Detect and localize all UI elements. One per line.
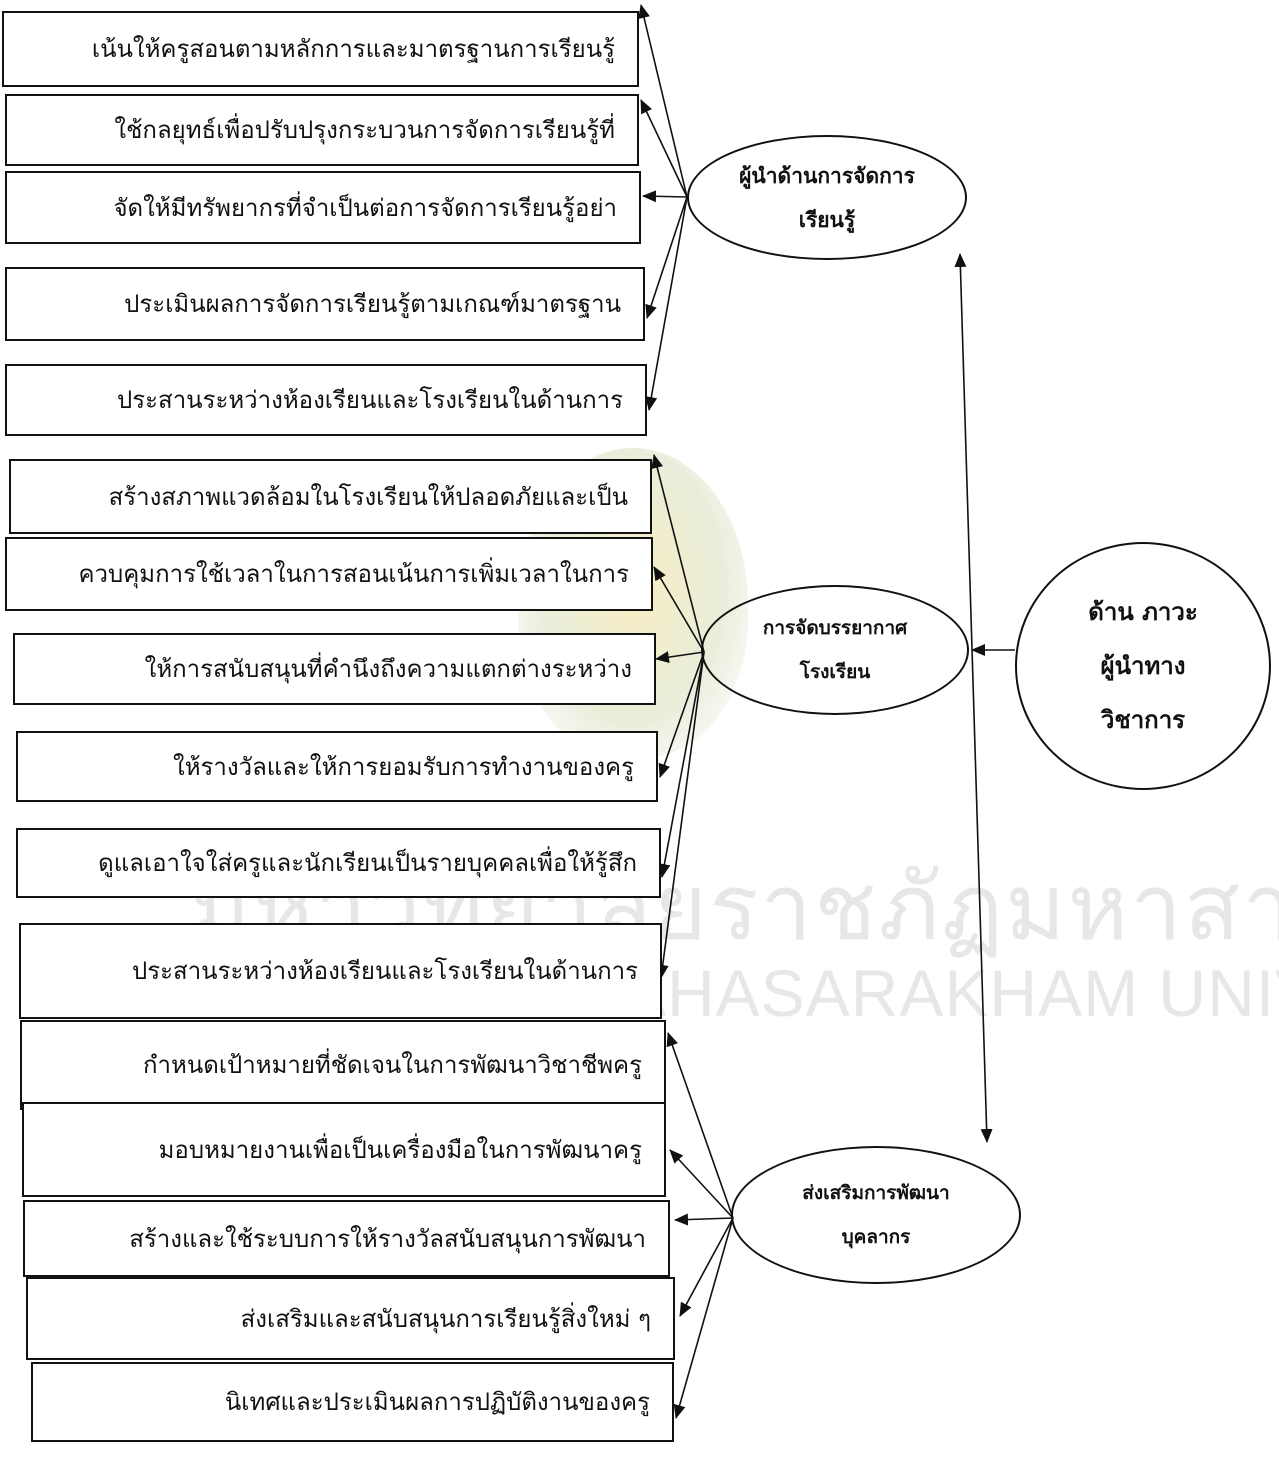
arrow-group2-item1 [651,454,705,653]
arrow-group2-item2 [653,566,705,653]
arrow-group2-item4 [658,651,705,778]
item-climate-5: ดูแลเอาใจใส่ครูและนักเรียนเป็นรายบุคคลเพ… [16,828,661,898]
item-instruction-4: ประเมินผลการจัดการเรียนรู้ตามเกณฑ์มาตรฐา… [5,267,645,341]
arrow-group3-item4 [679,1217,734,1317]
item-climate-1: สร้างสภาพแวดล้อมในโรงเรียนให้ปลอดภัยและเ… [9,459,652,534]
item-climate-2: ควบคุมการใช้เวลาในการสอนเน้นการเพิ่มเวลา… [5,537,653,611]
item-development-4: ส่งเสริมและสนับสนุนการเรียนรู้สิ่งใหม่ ๆ [26,1277,675,1360]
node-school-climate: การจัดบรรยากาศ โรงเรียน [701,585,969,715]
node-instructional-leadership: ผู้นำด้านการจัดการ เรียนรู้ [687,135,967,260]
item-instruction-5: ประสานระหว่างห้องเรียนและโรงเรียนในด้านก… [5,364,647,436]
arrow-group3-item3 [674,1213,734,1226]
item-development-1: กำหนดเป้าหมายที่ชัดเจนในการพัฒนาวิชาชีพค… [20,1020,666,1110]
item-climate-4: ให้รางวัลและให้การยอมรับการทำงานของครู [16,731,658,802]
item-development-2: มอบหมายงานเพื่อเป็นเครื่องมือในการพัฒนาค… [22,1102,666,1197]
item-climate-3: ให้การสนับสนุนที่คำนึงถึงความแตกต่างระหว… [13,633,656,705]
arrow-group2-item5 [658,651,705,878]
arrow-group3-item5 [673,1217,734,1419]
node-academic-leadership-line1: ด้าน ภาวะ [1088,597,1198,626]
item-instruction-2: ใช้กลยุทธ์เพื่อปรับปรุงกระบวนการจัดการเร… [5,94,639,166]
node-staff-development: ส่งเสริมการพัฒนา บุคลากร [731,1146,1021,1284]
node-academic-leadership-line2: ผู้นำทาง [1100,651,1186,680]
node-school-climate-line2: โรงเรียน [799,661,871,683]
arrow-group1-item2 [640,99,688,198]
node-instructional-leadership-line1: ผู้นำด้านการจัดการ [739,162,915,188]
arrow-group1-item4 [645,196,688,319]
node-instructional-leadership-line2: เรียนรู้ [798,206,856,232]
item-development-3: สร้างและใช้ระบบการให้รางวัลสนับสนุนการพั… [23,1200,670,1277]
arrow-instructional-to-development [954,253,993,1143]
arrow-group1-item3 [642,190,688,203]
arrow-group1-item5 [645,196,688,411]
item-development-5: นิเทศและประเมินผลการปฏิบัติงานของครู [31,1362,674,1442]
arrow-group1-item1 [638,4,688,198]
node-academic-leadership-line3: วิชาการ [1100,705,1186,734]
item-instruction-3: จัดให้มีทรัพยากรที่จำเป็นต่อการจัดการเรี… [5,171,641,244]
node-staff-development-line1: ส่งเสริมการพัฒนา [802,1182,950,1204]
node-staff-development-line2: บุคลากร [841,1226,911,1248]
arrow-group3-item1 [666,1032,734,1219]
arrow-group2-item6 [656,651,705,979]
item-climate-6: ประสานระหว่างห้องเรียนและโรงเรียนในด้านก… [19,923,662,1019]
node-academic-leadership: ด้าน ภาวะ ผู้นำทาง วิชาการ [1015,542,1271,790]
arrow-group3-item2 [669,1149,734,1219]
node-school-climate-line1: การจัดบรรยากาศ [762,617,908,639]
arrow-group2-item3 [655,651,705,664]
item-instruction-1: เน้นให้ครูสอนตามหลักการและมาตรฐานการเรีย… [2,11,639,87]
